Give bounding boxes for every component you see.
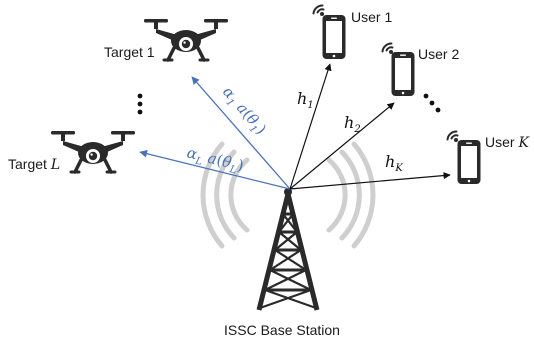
wifi-signal-icon (381, 42, 394, 55)
wifi-signal-icon (312, 4, 325, 17)
drone-icon (142, 17, 230, 62)
drone-icon (49, 129, 137, 174)
channel-h2-label: h2 (344, 113, 361, 135)
base-station-label: ISSC Base Station (224, 322, 340, 338)
target-L-label: Target L (8, 156, 60, 173)
ellipsis-targets (137, 93, 143, 115)
wifi-signal-icon (446, 130, 459, 143)
steering-label-target-1: α1 a(θ1) (217, 83, 270, 140)
steering-label-target-L: αL a(θL) (184, 143, 245, 177)
smartphone-icon (391, 52, 415, 96)
user-1-label: User 1 (351, 9, 392, 25)
cell-tower-icon (256, 188, 320, 311)
comm-link-user-1 (289, 63, 332, 190)
channel-h1-label: h1 (297, 89, 314, 111)
channel-hK-label: hK (385, 152, 403, 174)
smartphone-icon (457, 140, 481, 184)
ellipsis-users (423, 93, 441, 113)
user-K-label: User K (485, 134, 530, 151)
comm-link-user-2 (289, 102, 395, 190)
radio-waves-icon (200, 141, 376, 249)
smartphone-icon (322, 15, 346, 59)
sensing-beam-target-L (139, 149, 291, 190)
user-2-label: User 2 (418, 46, 459, 62)
sensing-beam-target-1 (191, 76, 291, 190)
comm-link-user-K (289, 171, 451, 190)
target-1-label: Target 1 (104, 44, 155, 60)
